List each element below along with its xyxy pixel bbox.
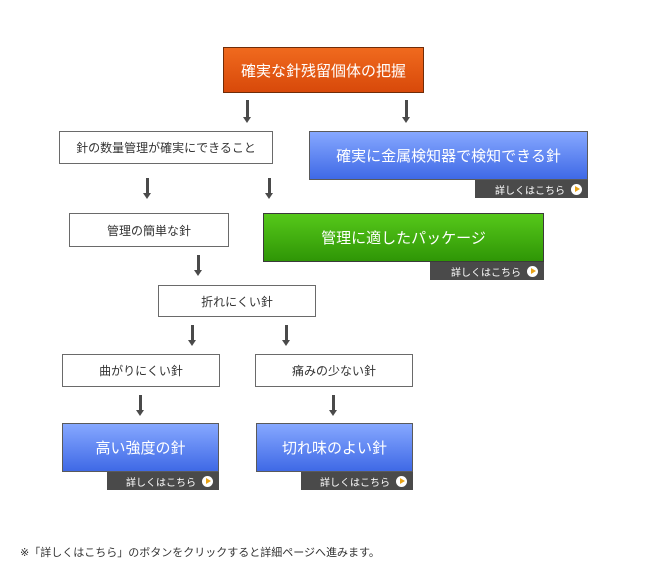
- node-high-strength-label: 高い強度の針: [95, 439, 186, 457]
- arrow-count-to-easy-management: [143, 178, 152, 199]
- arrow-bend-to-strength: [136, 395, 145, 416]
- details-label: 詳しくはこちら: [126, 477, 196, 489]
- node-high-strength: 高い強度の針: [62, 423, 219, 472]
- node-sharpness-label: 切れ味のよい針: [281, 439, 387, 457]
- node-easy-package: 管理に適したパッケージ: [263, 213, 544, 262]
- footnote: ※「詳しくはこちら」のボタンをクリックすると詳細ページへ進みます。: [20, 546, 380, 559]
- arrow-break-to-bend: [188, 325, 197, 346]
- details-button-easy-package[interactable]: 詳しくはこちら: [430, 262, 544, 280]
- details-button-sharpness[interactable]: 詳しくはこちら: [301, 472, 413, 490]
- node-hard-to-bend-label: 曲がりにくい針: [99, 364, 183, 378]
- details-button-high-strength[interactable]: 詳しくはこちら: [107, 472, 219, 490]
- details-button-metal-detect[interactable]: 詳しくはこちら: [475, 180, 588, 198]
- details-label: 詳しくはこちら: [451, 267, 521, 279]
- node-less-pain-label: 痛みの少ない針: [291, 364, 376, 378]
- node-hard-to-break-label: 折れにくい針: [201, 294, 273, 309]
- arrow-count-to-package: [265, 178, 274, 199]
- node-count-management: 針の数量管理が確実にできること: [59, 131, 273, 164]
- node-hard-to-bend: 曲がりにくい針: [62, 354, 220, 387]
- play-icon: [527, 265, 538, 277]
- details-label: 詳しくはこちら: [320, 477, 390, 489]
- details-label: 詳しくはこちら: [495, 185, 565, 197]
- arrow-break-to-pain: [282, 325, 291, 346]
- node-top: 確実な針残留個体の把握: [223, 47, 424, 93]
- arrow-top-to-metal: [402, 100, 411, 123]
- node-less-pain: 痛みの少ない針: [255, 354, 413, 387]
- node-metal-detect: 確実に金属検知器で検知できる針: [309, 131, 588, 180]
- play-icon: [396, 475, 407, 487]
- node-easy-management: 管理の簡単な針: [69, 213, 229, 247]
- play-icon: [202, 475, 213, 487]
- node-hard-to-break: 折れにくい針: [158, 285, 316, 317]
- node-top-label: 確実な針残留個体の把握: [240, 61, 406, 80]
- arrow-top-to-count: [243, 100, 252, 123]
- node-easy-management-label: 管理の簡単な針: [106, 223, 191, 238]
- arrow-pain-to-sharpness: [329, 395, 338, 416]
- node-count-management-label: 針の数量管理が確実にできること: [76, 141, 256, 155]
- node-sharpness: 切れ味のよい針: [256, 423, 413, 472]
- arrow-easy-management-to-hard-to-break: [194, 255, 203, 276]
- play-icon: [571, 183, 582, 195]
- node-metal-detect-label: 確実に金属検知器で検知できる針: [336, 147, 561, 165]
- node-easy-package-label: 管理に適したパッケージ: [321, 229, 486, 247]
